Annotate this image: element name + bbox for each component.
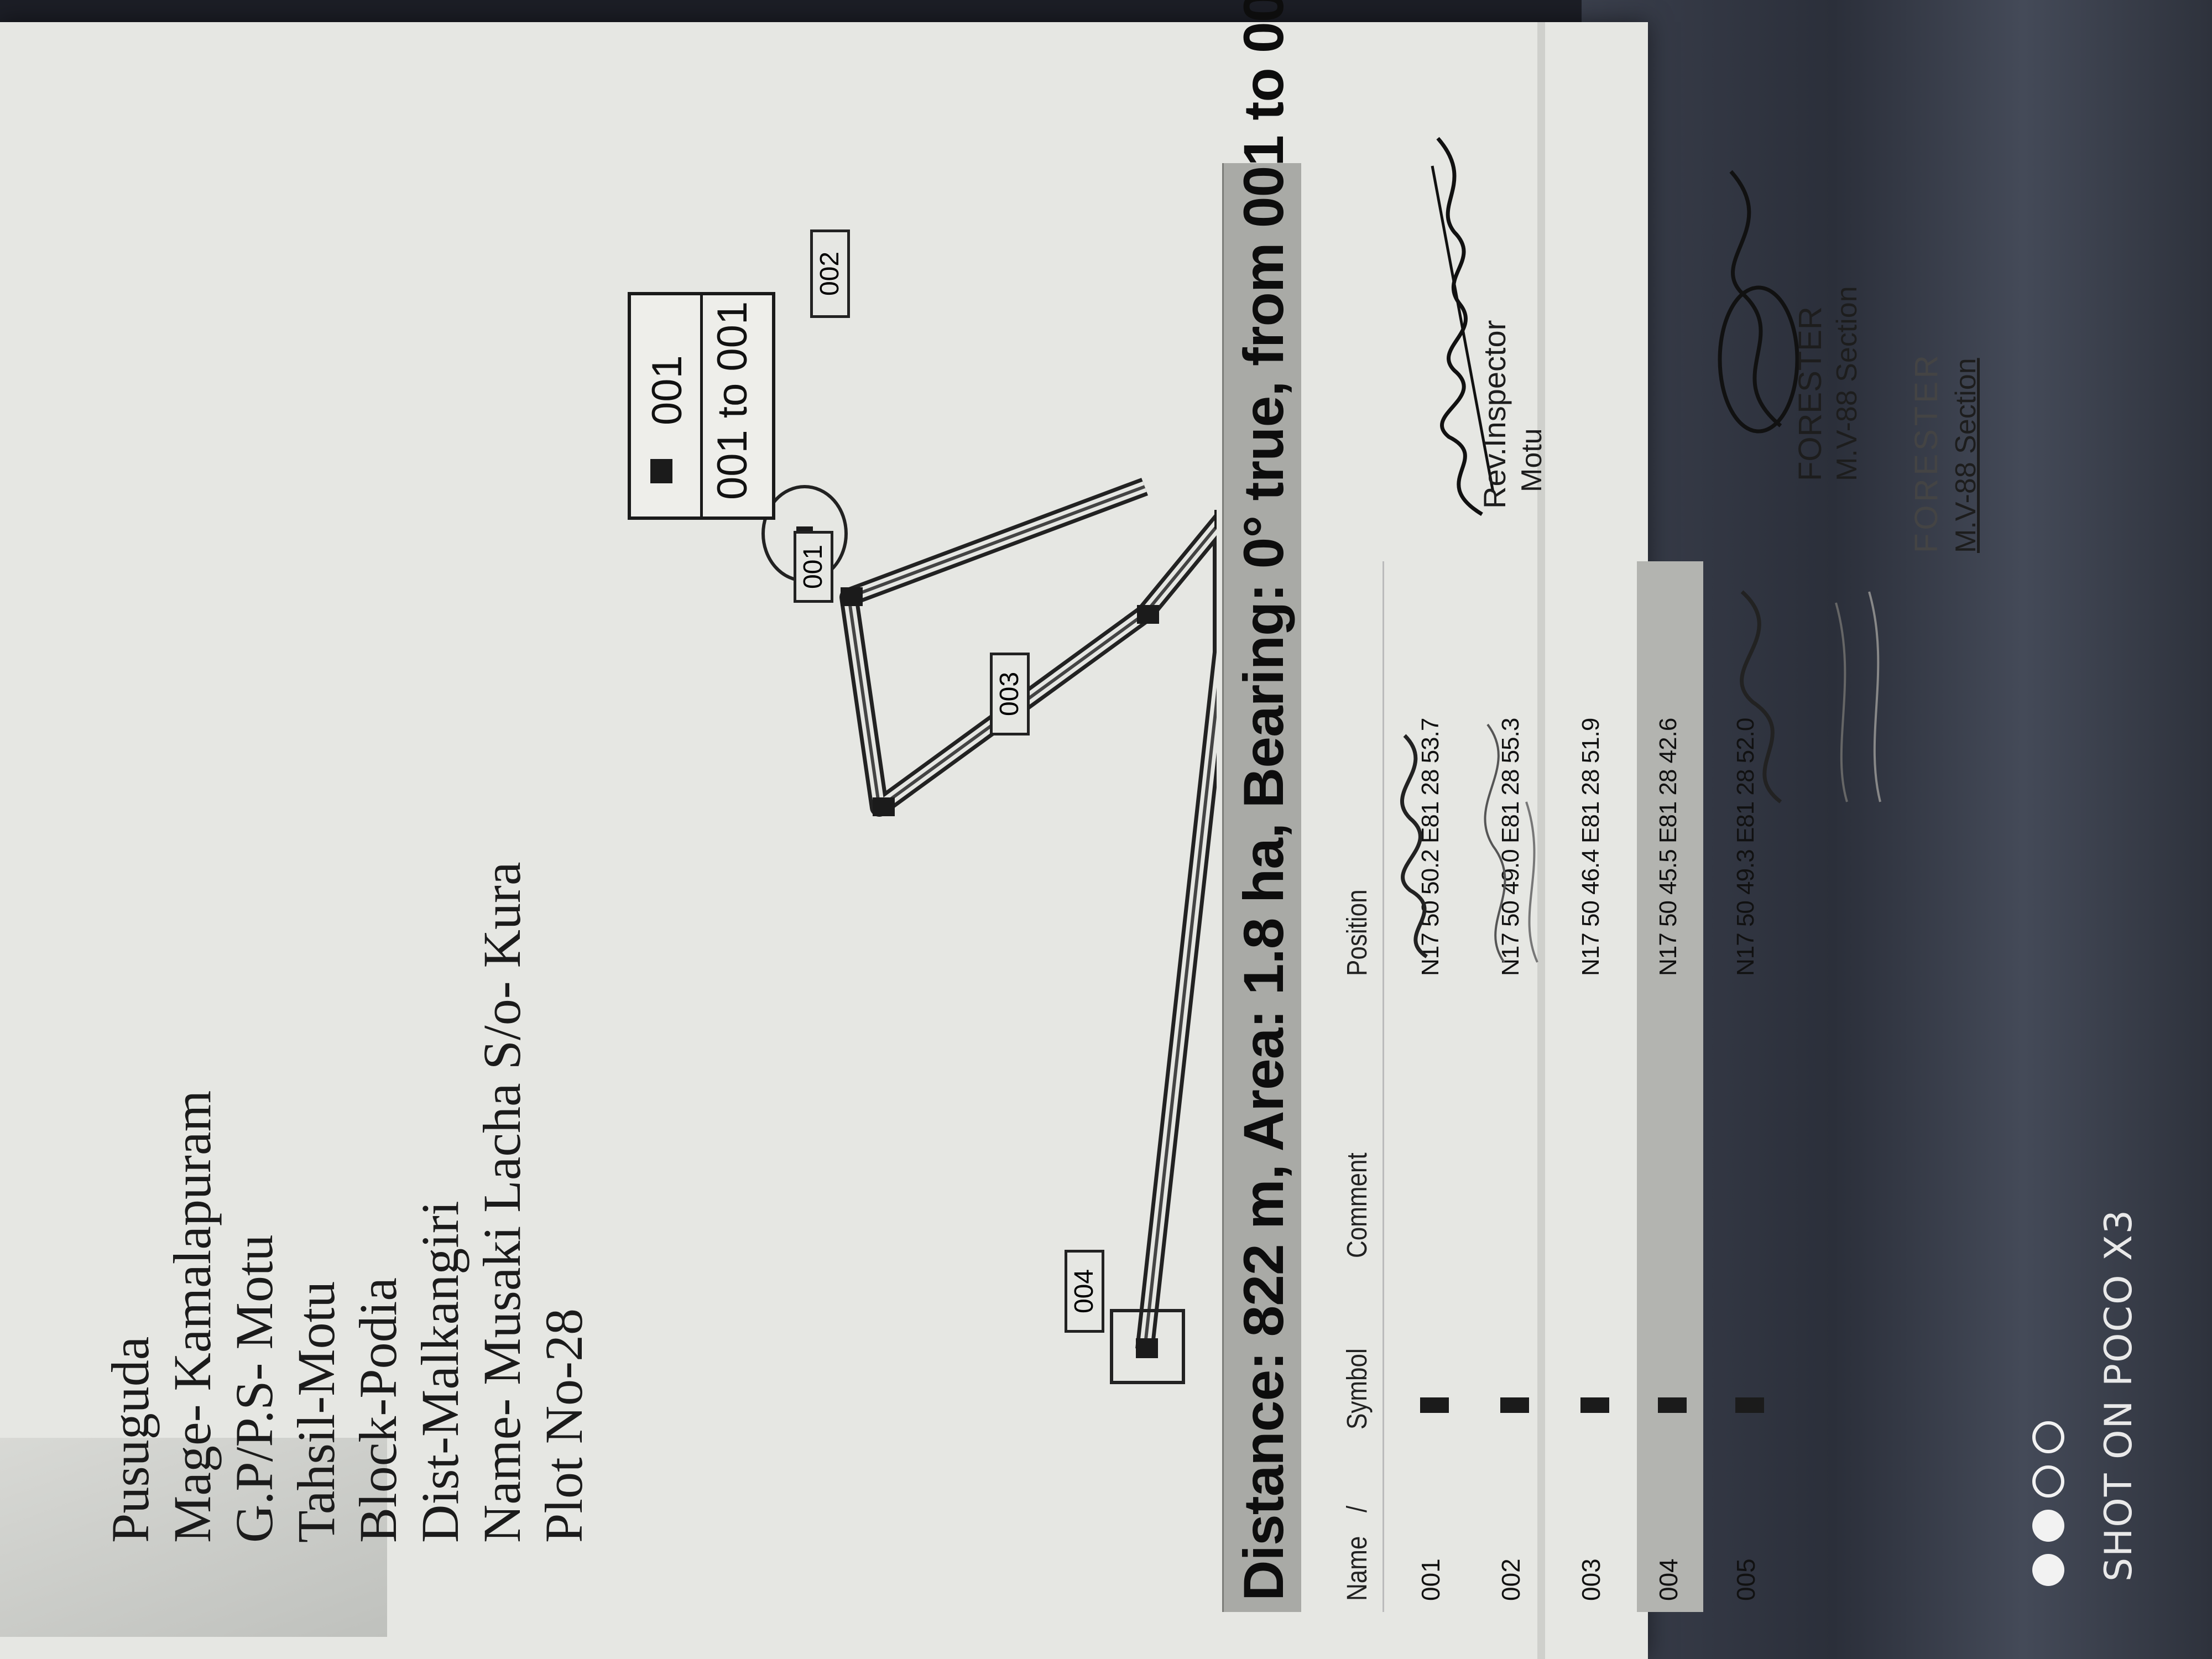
callout-name-row: 001	[631, 295, 703, 517]
row-name: 001	[1416, 1558, 1445, 1601]
document-content: Pusuguda Mage- Kamalapuram G.P/P.S- Motu…	[101, 0, 1982, 1612]
waypoint-marker-004[interactable]	[1136, 1338, 1158, 1358]
plot-map	[761, 478, 1217, 1384]
print-edge	[1537, 22, 1545, 1659]
column-header-comment[interactable]: Comment	[1342, 1152, 1373, 1258]
plot-boundary-line	[839, 478, 1217, 1350]
waypoint-label-002[interactable]: 002	[810, 229, 850, 318]
odia-signatures	[1400, 590, 1881, 963]
waypoint-marker-002[interactable]	[841, 587, 863, 606]
selected-waypoint-frame	[1110, 1309, 1185, 1384]
waypoint-symbol-icon	[1580, 1397, 1609, 1413]
watermark-dot-icon	[2032, 1554, 2064, 1586]
watermark-dot-icon	[2032, 1510, 2064, 1542]
row-name: 003	[1577, 1558, 1605, 1601]
forester-stamp-section: M.V-88 Section	[1950, 358, 1982, 553]
forester-section: M.V-88 Section	[1831, 286, 1863, 481]
waypoint-label-004[interactable]: 004	[1065, 1250, 1104, 1333]
rev-inspector-signature	[1431, 137, 1495, 516]
route-marker-1	[1214, 510, 1217, 529]
camera-watermark: SHOT ON POCO X3	[2097, 1209, 2141, 1582]
callout-leg: 001 to 001	[709, 301, 756, 500]
rev-inspector-title: Rev.Inspector	[1477, 320, 1512, 509]
waypoint-label-003[interactable]: 003	[990, 653, 1030, 735]
callout-symbol-icon	[650, 459, 672, 483]
sort-indicator: /	[1342, 1505, 1373, 1512]
row-name: 005	[1731, 1558, 1760, 1601]
watermark-ring-icon	[2032, 1465, 2064, 1498]
forester-stamp-title: FORESTER	[1908, 352, 1944, 553]
waypoint-symbol-icon	[1658, 1397, 1687, 1413]
forester-title: FORESTER	[1792, 306, 1828, 481]
sheet-fold	[0, 1438, 387, 1637]
waypoint-symbol-icon	[1420, 1397, 1449, 1413]
waypoint-symbol-icon	[1735, 1397, 1764, 1413]
row-name: 002	[1496, 1558, 1525, 1601]
waypoint-callout: 001 001 to 001	[628, 292, 775, 520]
column-header-name[interactable]: Name	[1342, 1536, 1373, 1601]
summary-text: Distance: 822 m, Area: 1.8 ha, Bearing: …	[1232, 0, 1295, 1601]
waypoint-symbol-icon	[1500, 1397, 1529, 1413]
waypoint-label-001[interactable]: 001	[794, 531, 833, 603]
route-marker-2	[1137, 605, 1159, 624]
route-marker-3	[873, 797, 895, 816]
row-name: 004	[1654, 1558, 1683, 1601]
watermark-ring-icon	[2032, 1421, 2064, 1453]
column-header-symbol[interactable]: Symbol	[1342, 1348, 1373, 1430]
callout-name: 001	[644, 355, 691, 425]
summary-bar: Distance: 822 m, Area: 1.8 ha, Bearing: …	[1222, 0, 1301, 1612]
rev-inspector-place: Motu	[1516, 428, 1548, 492]
forester-signature	[1718, 170, 1799, 434]
